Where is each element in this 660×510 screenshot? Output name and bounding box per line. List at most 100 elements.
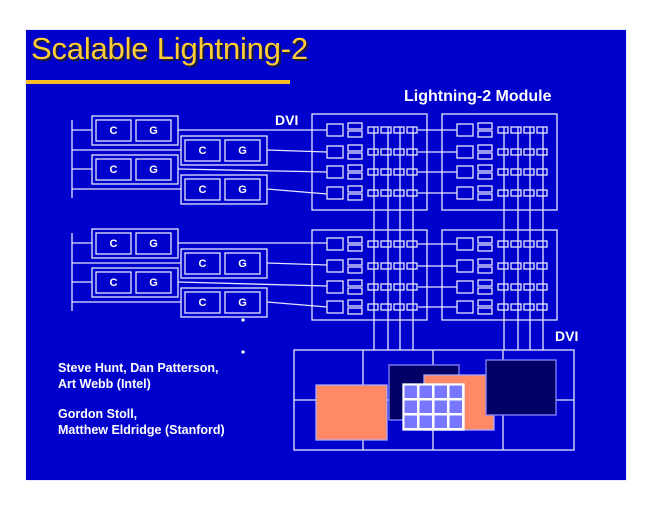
compute-label: C (199, 297, 207, 309)
compositor-cell (367, 168, 379, 176)
compositor-cell (380, 303, 392, 311)
compositor-cell (393, 240, 405, 248)
graphics-box (135, 271, 172, 294)
buffer-box-bottom (347, 307, 363, 315)
buffer-box-bottom (347, 130, 363, 138)
buffer-box-bottom (477, 266, 493, 274)
compositor-cell (510, 168, 522, 176)
compute-box (184, 178, 221, 201)
buffer-box-bottom (477, 307, 493, 315)
compute-label: C (110, 277, 118, 289)
input-port-box (326, 123, 344, 137)
grid-window-cell (434, 385, 447, 398)
compositor-cell (510, 262, 522, 270)
grid-window-cell (404, 400, 417, 413)
graphics-label: G (238, 258, 247, 270)
buffer-box-bottom (347, 244, 363, 252)
compositor-cell (510, 283, 522, 291)
buffer-box-top (347, 236, 363, 244)
buffer-box-top (477, 122, 493, 130)
compositor-cell (536, 283, 548, 291)
dvi-link-line (266, 262, 328, 266)
buffer-box-top (477, 185, 493, 193)
graphics-label: G (149, 238, 158, 250)
graphics-box (224, 139, 261, 162)
compositor-cell (367, 189, 379, 197)
graphics-label: G (238, 184, 247, 196)
compute-label: C (199, 145, 207, 157)
buffer-box-top (347, 279, 363, 287)
compositor-cell (393, 262, 405, 270)
dvi-link-line (266, 301, 328, 308)
buffer-box-top (347, 144, 363, 152)
grid-window-cell (449, 385, 462, 398)
grid-window-cell (404, 415, 417, 428)
compositor-cell (497, 283, 509, 291)
dvi-link-line (177, 168, 328, 173)
compositor-cell (510, 303, 522, 311)
buffer-box-bottom (477, 287, 493, 295)
dvi-label-top: DVI (275, 112, 299, 128)
grid-window-cell (419, 385, 432, 398)
grid-window-cell (419, 415, 432, 428)
input-port-box (326, 186, 344, 200)
compositor-cell (367, 303, 379, 311)
compositor-cell (406, 303, 418, 311)
compute-label: C (110, 164, 118, 176)
lightning-2-module-box (311, 229, 428, 321)
input-port-box (456, 145, 474, 159)
compositor-cell (510, 240, 522, 248)
lightning-2-module-box (441, 229, 558, 321)
module-label: Lightning-2 Module (404, 88, 552, 105)
compute-box (95, 271, 132, 294)
input-port-box (326, 145, 344, 159)
input-port-box (326, 165, 344, 179)
compositor-cell (406, 148, 418, 156)
buffer-box-bottom (477, 130, 493, 138)
compositor-cell (523, 240, 535, 248)
compute-box (95, 119, 132, 142)
buffer-box-top (347, 122, 363, 130)
compositor-cell (406, 262, 418, 270)
input-port-box (456, 280, 474, 294)
compute-label: C (110, 125, 118, 137)
compositor-cell (510, 189, 522, 197)
graphics-box (224, 291, 261, 314)
graphics-label: G (149, 164, 158, 176)
buffer-box-top (347, 185, 363, 193)
input-port-box (456, 123, 474, 137)
grid-window-cell (419, 400, 432, 413)
compute-box (95, 158, 132, 181)
buffer-box-bottom (477, 193, 493, 201)
dvi-link-line (266, 149, 328, 153)
compositor-cell (393, 126, 405, 134)
graphics-box (135, 232, 172, 255)
buffer-box-bottom (347, 193, 363, 201)
dvi-link-line (266, 188, 328, 195)
compositor-cell (510, 126, 522, 134)
compositor-cell (523, 189, 535, 197)
compute-box (184, 252, 221, 275)
compositor-cell (497, 126, 509, 134)
authors-stanford-line1: Gordon Stoll, (58, 407, 138, 421)
compute-box (95, 232, 132, 255)
input-port-box (456, 165, 474, 179)
compositor-cell (536, 189, 548, 197)
compositor-cell (367, 240, 379, 248)
buffer-box-bottom (477, 244, 493, 252)
compositor-cell (367, 126, 379, 134)
input-port-box (456, 237, 474, 251)
buffer-box-top (477, 144, 493, 152)
grid-window-cell (449, 415, 462, 428)
input-port-box (456, 300, 474, 314)
input-port-box (456, 186, 474, 200)
grid-window-cell (404, 385, 417, 398)
authors-intel-line1: Steve Hunt, Dan Patterson, (58, 361, 219, 375)
grid-window-cell (434, 415, 447, 428)
compositor-cell (536, 262, 548, 270)
lightning-2-module-box (441, 113, 558, 211)
compositor-cell (367, 283, 379, 291)
compositor-cell (380, 168, 392, 176)
graphics-box (135, 119, 172, 142)
